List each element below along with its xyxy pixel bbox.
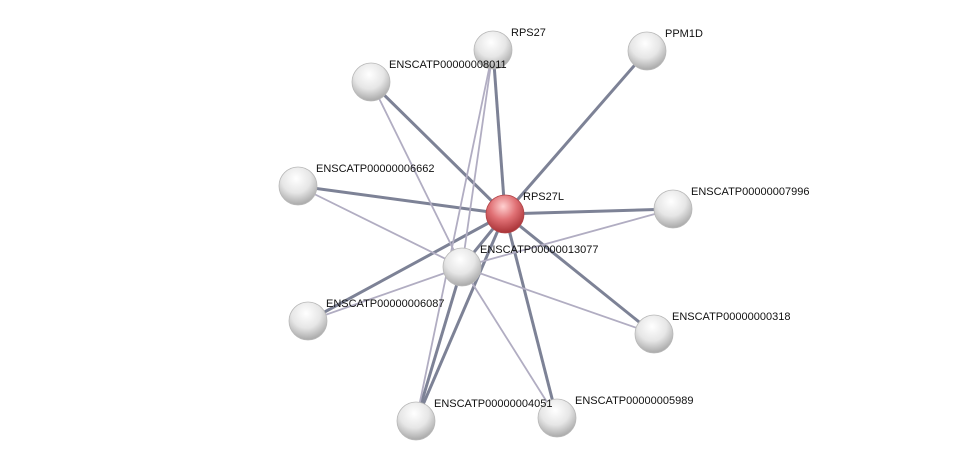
node-RPS27[interactable] — [473, 30, 513, 70]
node-ENSCATP00000006662[interactable] — [278, 166, 318, 206]
edge-ENSCATP00000013077-ENSCATP00000006087[interactable] — [307, 266, 463, 322]
edge-RPS27L-ENSCATP00000006087[interactable] — [307, 212, 506, 323]
node-label: RPS27L — [523, 191, 564, 203]
node-label: ENSCATP00000004051 — [434, 398, 552, 410]
node-ENSCATP00000004051[interactable] — [396, 401, 436, 441]
edge-RPS27L-RPS27[interactable] — [491, 49, 507, 215]
node-ENSCATP00000005989[interactable] — [537, 398, 577, 438]
edge-ENSCATP00000013077-ENSCATP00000007996[interactable] — [461, 208, 674, 268]
edge-ENSCATP00000013077-ENSCATP00000004051[interactable] — [414, 266, 464, 422]
edge-RPS27L-ENSCATP00000006662[interactable] — [297, 184, 506, 216]
node-label: ENSCATP00000006662 — [316, 163, 434, 175]
edge-RPS27L-ENSCATP00000008011[interactable] — [369, 80, 507, 216]
edge-ENSCATP00000013077-ENSCATP00000005989[interactable] — [461, 266, 558, 419]
node-ENSCATP00000000318[interactable] — [634, 314, 674, 354]
edge-ENSCATP00000013077-ENSCATP00000006662[interactable] — [297, 185, 463, 268]
edge-RPS27L-ENSCATP00000005989[interactable] — [503, 213, 559, 419]
node-label: ENSCATP00000006087 — [326, 298, 444, 310]
node-label: ENSCATP00000013077 — [480, 244, 598, 256]
node-ENSCATP00000006087[interactable] — [288, 301, 328, 341]
node-label: ENSCATP00000008011 — [389, 59, 507, 71]
edge-ENSCATP00000013077-RPS27[interactable] — [461, 49, 494, 268]
node-label: ENSCATP00000005989 — [575, 395, 693, 407]
node-ENSCATP00000013077[interactable] — [442, 247, 482, 287]
edge-ENSCATP00000004051-RPS27[interactable] — [415, 49, 494, 422]
node-label: PPM1D — [665, 28, 703, 40]
edge-ENSCATP00000013077-ENSCATP00000000318[interactable] — [461, 266, 655, 335]
node-label: ENSCATP00000000318 — [672, 311, 790, 323]
edge-RPS27L-ENSCATP00000004051[interactable] — [414, 213, 507, 422]
node-label: RPS27 — [511, 27, 546, 39]
node-label: ENSCATP00000007996 — [691, 186, 809, 198]
node-ENSCATP00000008011[interactable] — [351, 62, 391, 102]
edge-RPS27L-ENSCATP00000007996[interactable] — [504, 207, 674, 216]
edge-RPS27L-PPM1D[interactable] — [503, 50, 649, 215]
query-node-RPS27L[interactable] — [485, 194, 525, 234]
node-ENSCATP00000007996[interactable] — [653, 189, 693, 229]
edge-ENSCATP00000013077-ENSCATP00000008011[interactable] — [370, 81, 463, 268]
edge-RPS27L-ENSCATP00000000318[interactable] — [504, 212, 655, 336]
node-PPM1D[interactable] — [627, 31, 667, 71]
